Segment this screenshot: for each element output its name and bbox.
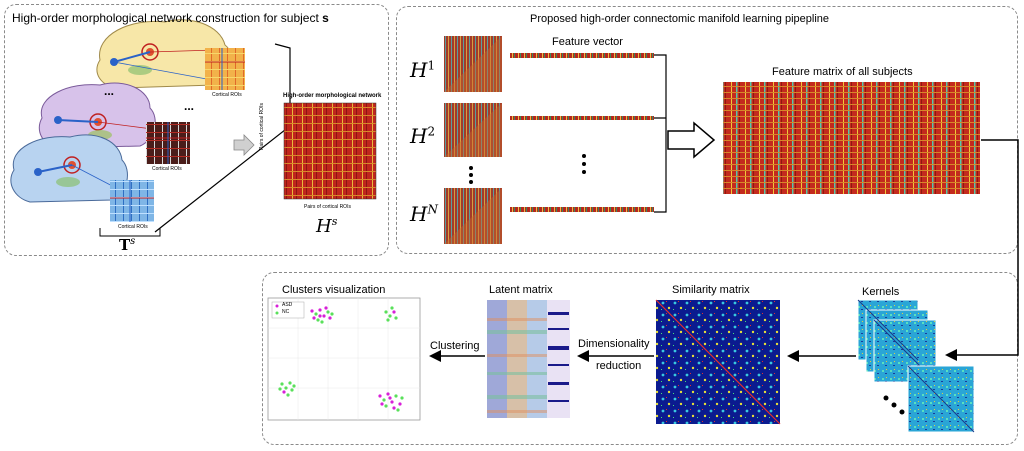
roi-label-1: Cortical ROIs xyxy=(212,92,242,98)
h-matrices xyxy=(444,36,502,244)
hs-matrix xyxy=(283,102,377,200)
clustering-label: Clustering xyxy=(430,340,480,352)
legend-nc: NC xyxy=(282,309,290,315)
h2-sup: 2 xyxy=(427,124,436,139)
left-title-text: High-order morphological network constru… xyxy=(12,11,323,25)
cluster-bottom-left xyxy=(278,381,296,397)
h2-symbol: H xyxy=(410,124,428,148)
hs-matrix-title: High-order morphological network xyxy=(283,93,382,99)
legend-asd: ASD xyxy=(282,302,293,308)
cluster-top-left xyxy=(310,306,334,324)
feature-vector-label: Feature vector xyxy=(552,36,623,48)
hs-ylabel: Pairs of cortical ROIs xyxy=(259,103,265,150)
latent-matrix xyxy=(487,300,570,418)
hollow-arrow xyxy=(667,121,716,159)
kernels-stack xyxy=(857,299,975,433)
ts-symbol: T xyxy=(119,236,131,254)
morph-matrix-1 xyxy=(205,48,245,90)
stack-bracket xyxy=(154,43,291,233)
similarity-title: Similarity matrix xyxy=(672,284,750,296)
feature-vector-1 xyxy=(510,53,654,58)
hn-sup: N xyxy=(427,202,438,217)
h1-symbol: H xyxy=(410,58,428,82)
pipeline-panel xyxy=(396,6,1018,254)
hs-sup: s xyxy=(331,215,338,228)
left-panel-title: High-order morphological network constru… xyxy=(12,11,329,25)
brain-bottom xyxy=(10,134,128,203)
clusters-title: Clusters visualization xyxy=(282,284,386,296)
dim-reduction-line2: reduction xyxy=(596,360,642,372)
hn-symbol: H xyxy=(410,202,428,226)
hs-label: Hs xyxy=(316,215,337,237)
roi-label-3: Cortical ROIs xyxy=(118,224,148,230)
h1-label: H1 xyxy=(410,58,435,82)
bottom-panel xyxy=(262,272,1018,445)
h1-sup: 1 xyxy=(427,58,436,73)
legend-box xyxy=(271,301,305,319)
left-panel xyxy=(4,4,389,256)
feature-vector-3 xyxy=(510,207,654,212)
kernels-title: Kernels xyxy=(862,286,900,298)
ts-sup: s xyxy=(130,236,136,247)
feature-matrix-label: Feature matrix of all subjects xyxy=(772,66,913,78)
hs-xlabel: Pairs of cortical ROIs xyxy=(304,204,351,210)
brain-stack xyxy=(10,19,233,203)
connector-line xyxy=(945,139,1019,361)
latent-title: Latent matrix xyxy=(489,284,553,296)
hn-label: HN xyxy=(410,202,438,226)
feature-vector-2 xyxy=(510,116,654,120)
ellipsis-matrices: ... xyxy=(184,99,195,113)
roi-label-2: Cortical ROIs xyxy=(152,166,182,172)
cluster-bottom-right xyxy=(378,392,404,412)
ts-label: Ts xyxy=(119,236,135,254)
pipeline-title: Proposed high-order connectomic manifold… xyxy=(530,13,830,25)
gray-arrow xyxy=(233,134,255,156)
morph-matrix-3 xyxy=(110,180,154,222)
left-title-symbol: s xyxy=(322,11,329,25)
cluster-top-right xyxy=(384,306,398,322)
vector-bracket xyxy=(654,54,667,213)
feature-matrix xyxy=(723,82,980,194)
ellipsis-brains: ... xyxy=(104,84,115,98)
morph-matrix-2 xyxy=(146,122,190,164)
ts-bracket xyxy=(99,228,161,237)
h2-label: H2 xyxy=(410,124,435,148)
dim-reduction-line1: Dimensionality xyxy=(578,338,650,350)
hs-symbol: H xyxy=(316,216,332,237)
